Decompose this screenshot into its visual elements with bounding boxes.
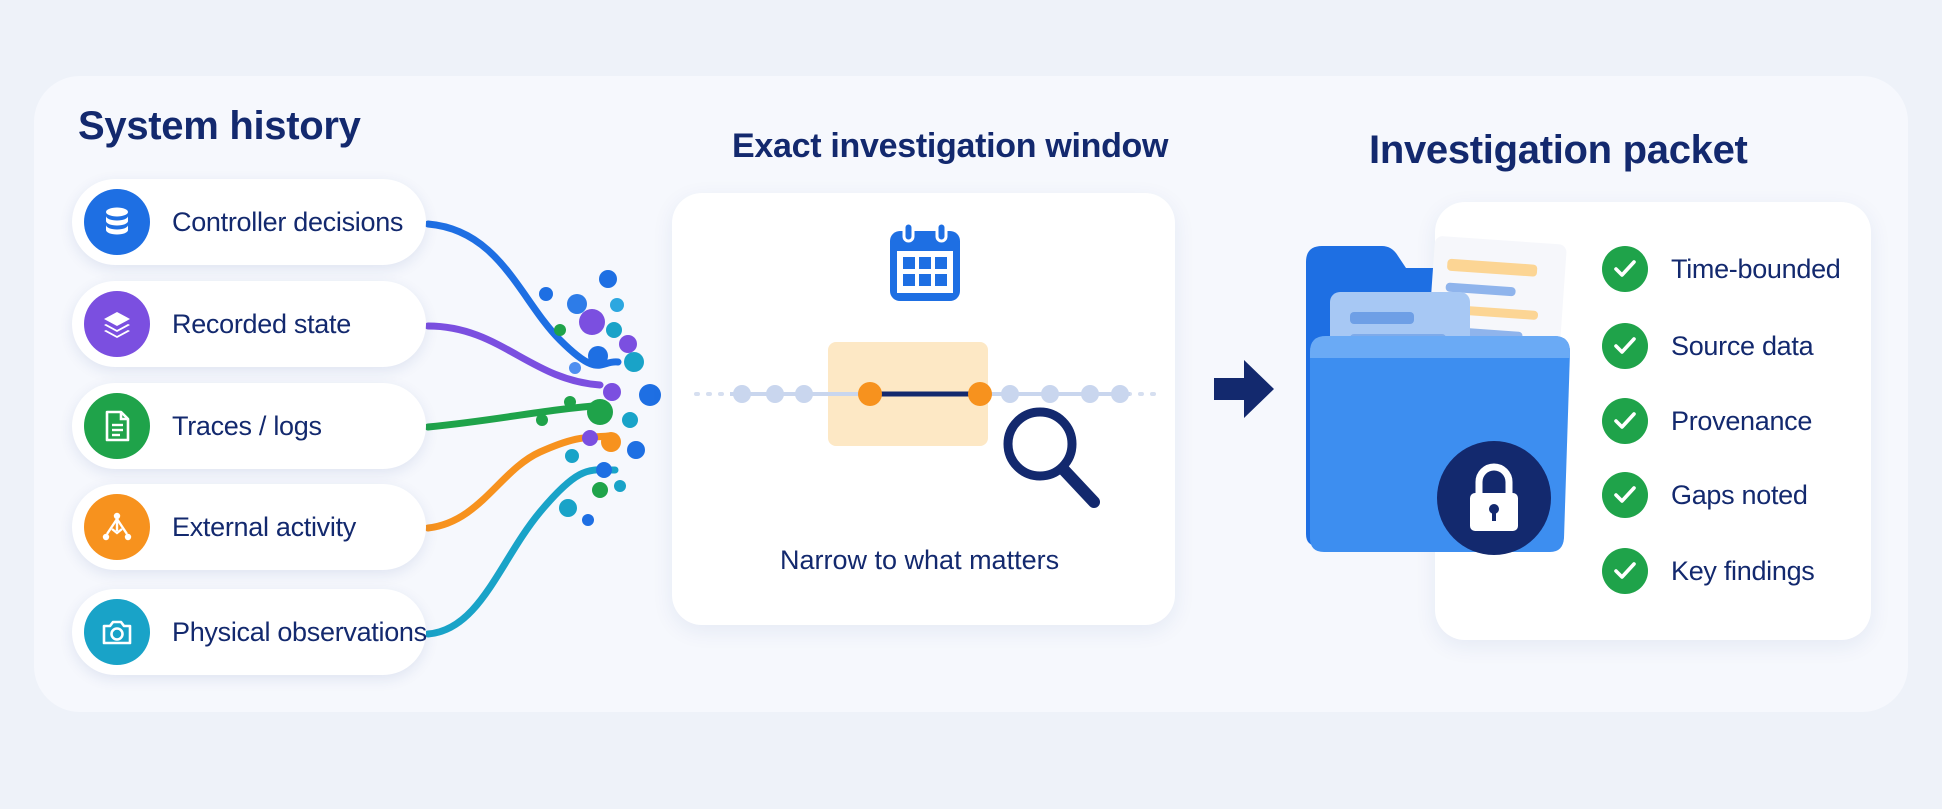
source-label: Physical observations (172, 617, 427, 647)
checklist-item-gaps-noted: Gaps noted (1602, 470, 1902, 520)
checklist-label: Time-bounded (1671, 254, 1841, 284)
checklist-item-provenance: Provenance (1602, 396, 1902, 446)
check-icon (1602, 323, 1648, 369)
document-icon (84, 393, 150, 459)
database-icon (84, 189, 150, 255)
checklist-item-source-data: Source data (1602, 321, 1902, 371)
timeline (694, 342, 1166, 446)
layers-icon (84, 291, 150, 357)
source-pill-traces-logs: Traces / logs (72, 383, 426, 469)
checklist-label: Source data (1671, 331, 1814, 361)
investigation-window-caption: Narrow to what matters (780, 545, 1060, 575)
camera-icon (84, 599, 150, 665)
window-start-marker (858, 382, 882, 406)
investigation-packet-title: Investigation packet (1369, 128, 1748, 172)
network-icon (84, 494, 150, 560)
source-pill-external-activity: External activity (72, 484, 426, 570)
investigation-window-title: Exact investigation window (732, 127, 1169, 165)
check-icon (1602, 246, 1648, 292)
source-label: Recorded state (172, 309, 351, 339)
data-particles (536, 270, 661, 526)
source-label: Traces / logs (172, 411, 322, 441)
source-pill-recorded-state: Recorded state (72, 281, 426, 367)
checklist-label: Key findings (1671, 556, 1815, 586)
source-label: Controller decisions (172, 207, 404, 237)
window-end-marker (968, 382, 992, 406)
magnifier-icon (1003, 407, 1100, 508)
system-history-title: System history (78, 104, 361, 148)
check-icon (1602, 472, 1648, 518)
source-pill-controller-decisions: Controller decisions (72, 179, 426, 265)
checklist-item-time-bounded: Time-bounded (1602, 244, 1902, 294)
source-label: External activity (172, 512, 356, 542)
checklist-label: Gaps noted (1671, 480, 1808, 510)
checklist-item-key-findings: Key findings (1602, 546, 1902, 596)
calendar-icon (890, 221, 960, 301)
lock-icon (1437, 441, 1551, 555)
check-icon (1602, 548, 1648, 594)
folder-icon (1306, 236, 1570, 552)
arrow-right-icon (1214, 360, 1274, 418)
source-pill-physical-observations: Physical observations (72, 589, 427, 675)
check-icon (1602, 398, 1648, 444)
checklist-label: Provenance (1671, 406, 1813, 436)
